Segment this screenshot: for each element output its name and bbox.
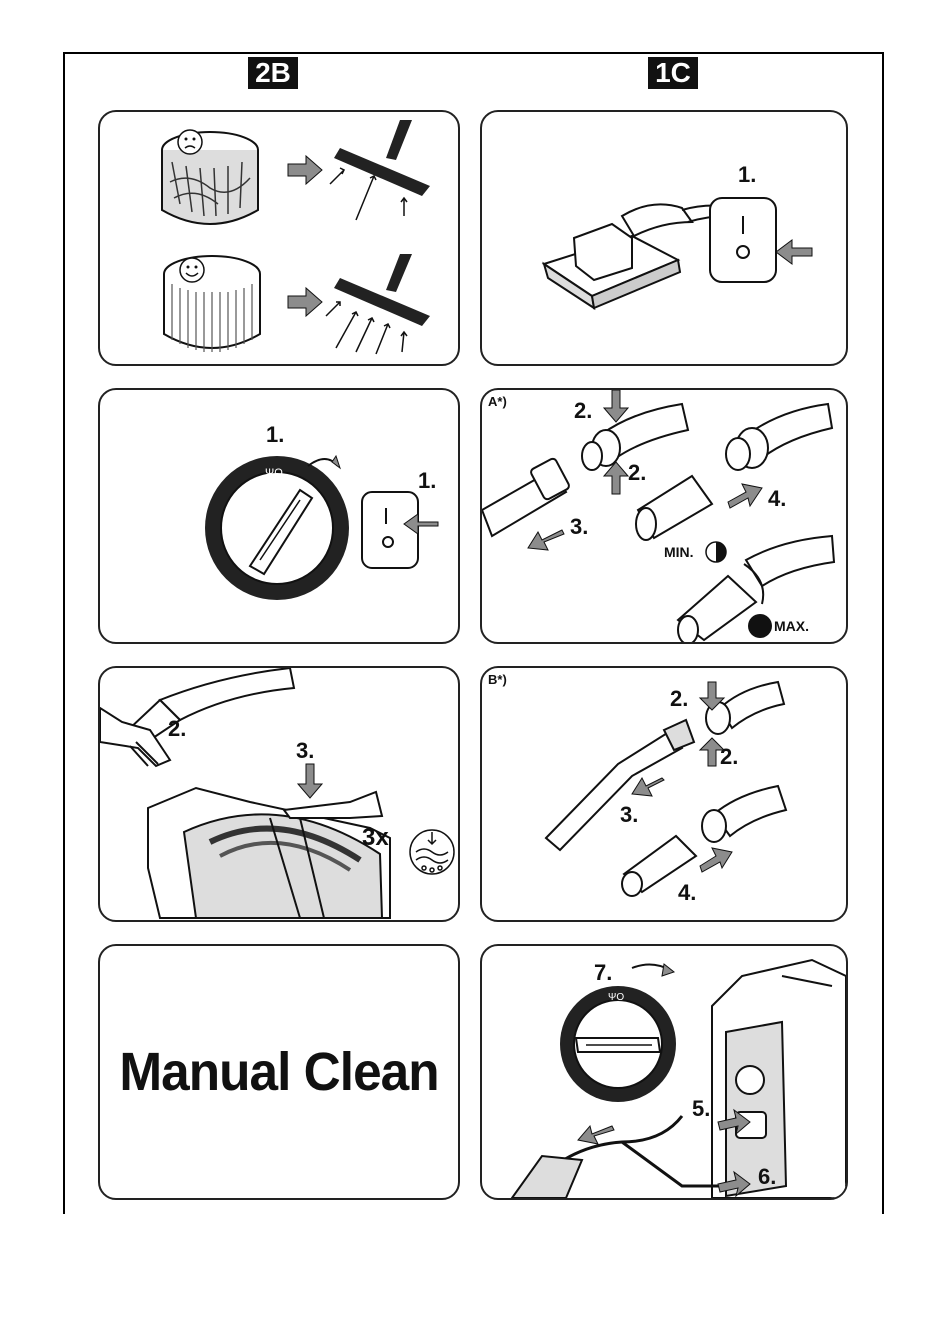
panel-filter-comparison [98,110,460,366]
step-label: 4. [678,880,696,906]
step-label: 4. [768,486,786,512]
hose-icon [702,786,786,842]
svg-text:ΨO: ΨO [265,467,283,479]
step-label: 6. [758,1164,776,1190]
filter-clean-icon [410,830,454,874]
selector-dial-icon: ΨO [560,986,676,1102]
clean-filter-icon [164,256,260,352]
floor-nozzle-icon [334,254,430,326]
curved-tube-icon [546,720,694,850]
happy-face-icon [180,258,204,282]
step-label: 2. [574,398,592,424]
step-label: 1. [418,468,436,494]
power-switch-icon [710,198,776,282]
hose-icon [726,404,832,470]
svg-text:ΨO: ΨO [608,992,624,1003]
repeat-count-label: 3x [362,824,389,852]
power-tool-icon [512,1156,582,1198]
step-label: 7. [594,960,612,986]
arrow-left-icon [776,240,812,264]
step-label: 3. [296,738,314,764]
corner-label: B*) [488,672,507,687]
section-tag-1c: 1C [648,57,698,89]
arrow-down-left-icon [578,1126,614,1144]
adapter-tube-icon [636,476,712,540]
arrow-down-icon [604,390,628,422]
panel-manual-clean: Manual Clean [98,944,460,1200]
section-tag-2b: 2B [248,57,298,89]
max-symbol-icon [748,614,772,638]
panel-hose-adapter-a: A*) 2. 2. 3. 4. MIN. MAX. [480,388,848,644]
arrow-down-left-icon [632,778,664,796]
max-label: MAX. [774,618,809,634]
panel-hand-press: 2. 3. 3x [98,666,460,922]
step-label: 3. [620,802,638,828]
power-switch-icon [362,492,418,568]
arrow-down-left-icon [528,530,564,550]
step-label: 1. [738,162,756,188]
panel-hose-adapter-b: B*) 2. 2. 3. 4. [480,666,848,922]
vacuum-body-icon [712,960,846,1198]
corner-label: A*) [488,394,507,409]
adapter-tube-icon [678,576,756,642]
panel-power-tool-switch: 1. [480,110,848,366]
hose-adapter-a-illustration [482,390,846,642]
filter-comparison-illustration [100,112,458,364]
manual-clean-title: Manual Clean [109,1041,449,1103]
step-label: 2. [670,686,688,712]
hose-icon [706,682,784,734]
min-symbol-icon [706,542,726,562]
sad-face-icon [178,130,202,154]
floor-nozzle-icon [334,120,430,196]
hose-adapter-b-illustration [482,668,846,920]
arrow-right-icon [288,288,322,316]
sander-icon [544,204,728,308]
clogged-filter-icon [162,132,258,224]
step-label: 2. [168,716,186,742]
panel-vacuum-controls: ΨO 7. 5. 6. [480,944,848,1200]
arrow-right-icon [728,484,762,508]
hand-press-illustration [100,668,458,920]
min-label: MIN. [664,544,694,560]
hand-icon [284,792,382,818]
arrow-down-icon [298,764,322,798]
step-label: 2. [628,460,646,486]
adapter-tube-icon [482,457,570,536]
panel-dial-switch: ΨO 1. 1. [98,388,460,644]
selector-dial-icon: ΨO [205,456,349,600]
power-tool-illustration [482,112,846,364]
step-label: 2. [720,744,738,770]
arrow-right-icon [700,848,732,872]
arrow-right-icon [288,156,322,184]
step-label: 1. [266,422,284,448]
step-label: 3. [570,514,588,540]
step-label: 5. [692,1096,710,1122]
vacuum-controls-illustration: ΨO [482,946,846,1198]
